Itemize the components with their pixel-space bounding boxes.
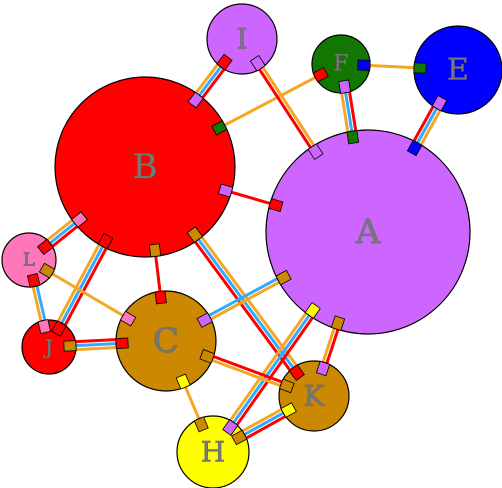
port-J-L: [37, 319, 51, 334]
node-label: A: [355, 212, 381, 252]
port-B-A: [217, 183, 234, 198]
port-L-B: [37, 238, 54, 256]
port-F-A: [338, 79, 351, 94]
port-L-J: [27, 273, 41, 288]
node-B[interactable]: B: [54, 76, 236, 258]
port-C-L: [119, 310, 137, 327]
node-H[interactable]: H: [176, 415, 250, 488]
port-B-C: [148, 243, 162, 258]
node-label: J: [43, 335, 53, 359]
port-E-A: [431, 95, 448, 112]
port-C-B: [154, 290, 167, 305]
node-label: K: [304, 380, 326, 413]
port-E-F: [413, 62, 427, 74]
port-K-B: [288, 364, 305, 382]
port-C-J: [115, 337, 129, 349]
port-C-A: [196, 312, 213, 328]
node-circle: [54, 76, 236, 258]
node-I[interactable]: I: [206, 3, 278, 75]
node-L[interactable]: L: [1, 232, 57, 288]
port-C-K: [199, 349, 216, 364]
port-J-B: [51, 320, 67, 337]
port-F-B: [312, 66, 329, 83]
node-label: F: [333, 52, 348, 77]
port-I-B: [216, 53, 233, 71]
port-K-H: [280, 402, 297, 418]
node-label: E: [447, 53, 469, 88]
port-B-J: [97, 232, 114, 250]
node-F[interactable]: F: [311, 34, 371, 94]
port-K-C: [278, 378, 295, 394]
node-C[interactable]: C: [115, 290, 217, 392]
port-H-C: [193, 416, 209, 433]
port-B-L: [71, 211, 88, 228]
node-label: L: [23, 250, 35, 271]
port-H-A: [222, 419, 239, 436]
node-label: C: [153, 321, 179, 361]
port-A-B: [268, 198, 284, 213]
node-A[interactable]: A: [265, 129, 471, 335]
node-label: B: [133, 147, 158, 187]
port-A-H: [304, 302, 321, 319]
port-I-A: [249, 54, 266, 72]
node-label: I: [236, 23, 247, 56]
port-B-K: [186, 226, 204, 243]
port-J-C: [63, 340, 77, 352]
port-A-F: [346, 130, 360, 145]
nodes-layer: A B C E F H I J K L: [1, 3, 502, 488]
node-label: H: [201, 436, 225, 469]
port-A-I: [307, 143, 324, 160]
node-E[interactable]: E: [413, 25, 502, 115]
port-A-E: [406, 139, 423, 157]
port-C-H: [175, 373, 191, 390]
port-K-A: [315, 360, 331, 377]
port-B-F: [211, 120, 228, 136]
port-H-K: [231, 429, 248, 446]
node-circle: [265, 129, 471, 335]
port-F-E: [357, 59, 371, 71]
port-L-C: [38, 262, 56, 279]
port-A-K: [330, 315, 346, 331]
port-B-I: [187, 91, 204, 109]
node-J[interactable]: J: [21, 319, 77, 375]
port-A-C: [275, 269, 292, 286]
node-K[interactable]: K: [278, 360, 350, 432]
